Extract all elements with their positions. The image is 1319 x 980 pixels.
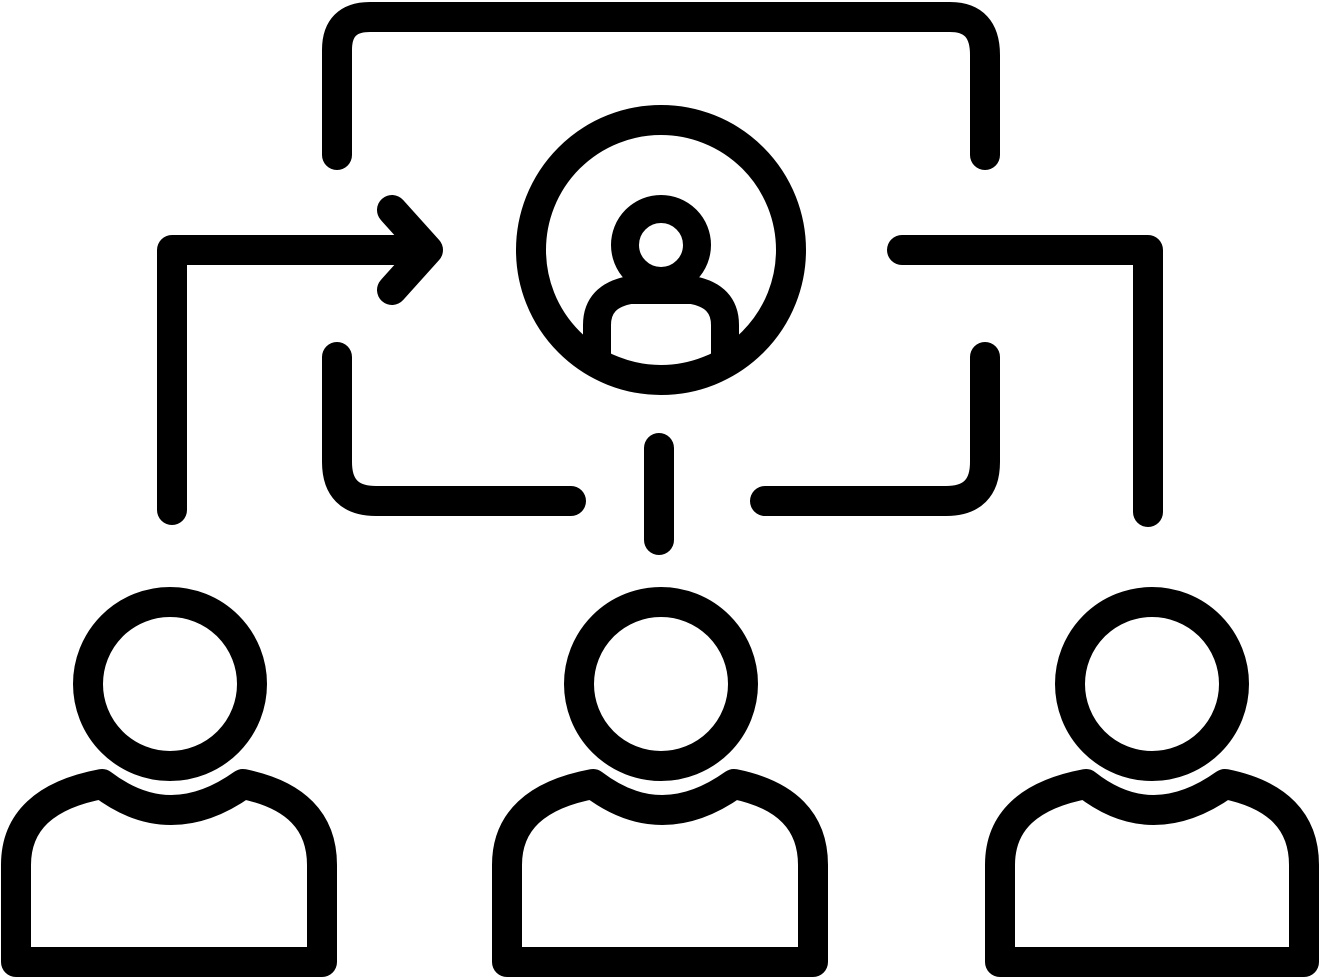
person-icon	[1, 587, 337, 977]
right-elbow-connector	[887, 235, 1163, 527]
leader-head	[611, 195, 711, 295]
person-center-body	[492, 769, 828, 977]
leader-body	[583, 276, 739, 369]
person-right-body	[985, 769, 1319, 977]
leader-avatar-icon	[516, 105, 806, 395]
arrow-head-icon	[377, 195, 443, 305]
frame-bottom-right-bracket	[750, 342, 1000, 516]
frame-bottom-left-bracket	[322, 342, 586, 516]
person-right-head	[1055, 587, 1249, 781]
person-icon	[492, 587, 828, 977]
frame-top-bracket	[322, 2, 1000, 170]
person-left-body	[1, 769, 337, 977]
person-center-head	[564, 587, 758, 781]
left-elbow-arrow	[157, 235, 433, 525]
bracket-frame-icon	[322, 2, 1000, 516]
person-left-head	[73, 587, 267, 781]
person-icon	[985, 587, 1319, 977]
arrow-connector-icon	[157, 195, 443, 525]
leader-circle	[516, 105, 806, 395]
elbow-connector-icon	[887, 235, 1163, 527]
